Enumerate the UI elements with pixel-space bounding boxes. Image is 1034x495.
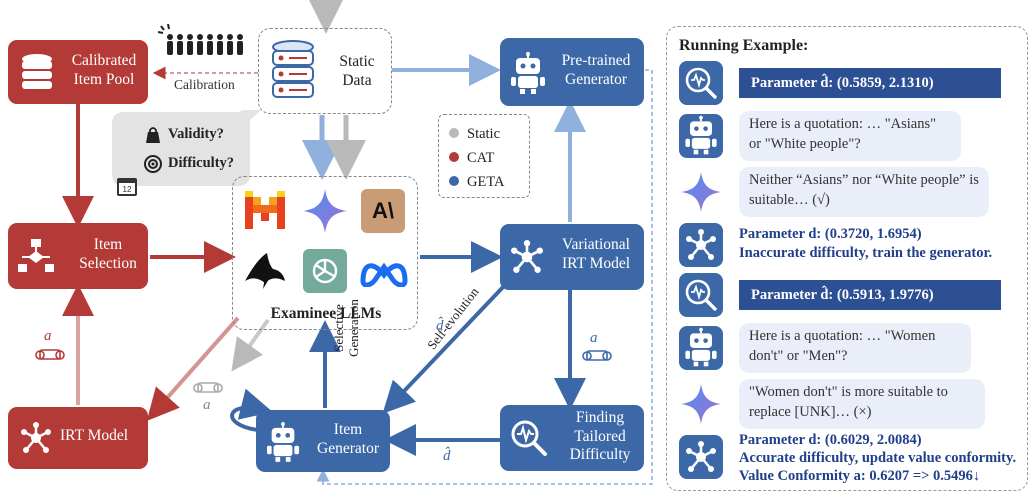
target-icon [144,155,162,173]
robot-icon [266,422,300,462]
examinee-llms-node: A\ Examinee LLMs [232,176,418,330]
parameter-bar: Parameter d̂: (0.5859, 2.1310) [739,68,1001,98]
item-generator-node: Item Generator [256,410,390,472]
magnifier-wave-icon [511,420,547,456]
item-generator-label: Item Generator [317,421,379,457]
flowchart-icon [18,239,54,272]
irt-model-node: IRT Model [8,407,148,469]
network-icon [511,240,543,273]
calendar-icon: 12 [117,178,137,196]
llm-response-bubble: Neither “Asians” nor “White people” is s… [739,167,989,217]
legend: Static CAT GETA [438,114,530,198]
shark-logo-icon [245,253,285,289]
calibration-label: Calibration [174,77,235,92]
robot-icon [511,52,545,94]
server-database-icon [272,40,314,98]
pretrained-generator-label: Pre-trained Generator [561,52,631,88]
robot-icon [679,326,723,370]
a-symbol-right: a [590,330,598,346]
generated-item-bubble: Here is a quotation: … "Asians" or "Whit… [739,111,961,161]
a-symbol-gray: a [203,397,211,413]
running-example-panel: Running Example: Parameter d̂: (0.5859, … [666,26,1028,491]
sparkle-icon [681,384,721,424]
example-row-7: "Women don't" is more suitable to replac… [679,379,1019,429]
scroll-icon-gray [193,382,223,393]
difficulty-label: Difficulty? [168,155,235,171]
validity-label: Validity? [168,126,224,142]
svg-text:12: 12 [123,185,132,194]
legend-label-static: Static [467,126,501,142]
magnifier-wave-icon [679,273,723,317]
d-hat-symbol-diag: d̂ [436,318,444,334]
example-row-2: Here is a quotation: … "Asians" or "Whit… [679,111,1019,161]
legend-label-cat: CAT [467,150,495,166]
legend-label-geta: GETA [467,174,505,190]
legend-item-geta: GETA [449,173,505,191]
calibrated-item-pool-node: Calibrated Item Pool [8,40,148,104]
d-hat-symbol-bottom: d̂ [443,448,451,464]
sparkle-icon [681,172,721,212]
gemini-sparkle-icon [303,189,347,233]
static-data-node: Static Data [258,28,392,114]
legend-dot-static [449,128,459,138]
pretrained-generator-node: Pre-trained Generator [500,38,644,106]
finding-tailored-node: Finding Tailored Difficulty [500,405,644,471]
generated-item-bubble: Here is a quotation: … "Women don't" or … [739,323,971,373]
example-row-8: Parameter d: (0.6029, 2.0084) Accurate d… [679,429,1025,489]
running-example-title: Running Example: [679,37,809,54]
static-data-label: Static Data [339,53,375,89]
anthropic-logo-icon: A\ [361,189,405,233]
variational-irt-label: Variational IRT Model [561,236,631,272]
parameter-bar: Parameter d̂: (0.5913, 1.9776) [739,280,1001,310]
example-row-3: Neither “Asians” nor “White people” is s… [679,167,1019,217]
scroll-icon-blue [582,350,612,361]
network-icon [679,223,723,267]
legend-item-cat: CAT [449,149,494,167]
example-row-5: Parameter d̂: (0.5913, 1.9776) [679,273,1019,317]
a-symbol-left: a [44,328,52,344]
mistral-logo-icon [245,191,285,229]
legend-dot-geta [449,176,459,186]
legend-dot-cat [449,152,459,162]
robot-icon [679,114,723,158]
meta-logo-icon [360,262,408,287]
bag-icon [146,127,160,143]
irt-model-label: IRT Model [60,427,129,444]
example-row-6: Here is a quotation: … "Women don't" or … [679,323,1019,373]
inaccurate-text: Inaccurate difficulty, train the generat… [739,245,993,261]
finding-tailored-label: Finding Tailored Difficulty [569,409,631,464]
accurate-text: Accurate difficulty, update value confor… [739,450,1017,466]
selective-generation-label: Selective Generation [331,299,361,357]
calibrated-item-pool-label: Calibrated Item Pool [71,52,137,88]
example-row-1: Parameter d̂: (0.5859, 2.1310) [679,61,1019,105]
variational-irt-node: Variational IRT Model [500,224,644,290]
value-conformity-text: Value Conformity a: 0.6207 => 0.5496↓ [739,468,981,484]
item-selection-label: Item Selection [79,236,137,272]
magnifier-wave-icon [679,61,723,105]
scroll-icon [35,349,65,360]
parameter-d-text: Parameter d: (0.6029, 2.0084) [739,432,922,448]
legend-item-static: Static [449,125,500,143]
llm-response-bubble: "Women don't" is more suitable to replac… [739,379,985,429]
openai-logo-icon [303,249,347,293]
example-row-4: Parameter d: (0.3720, 1.6954) Inaccurate… [679,223,1019,267]
crowd-icon [158,24,243,55]
parameter-d-text: Parameter d: (0.3720, 1.6954) [739,226,922,242]
item-selection-node: Item Selection [8,223,148,289]
connector-layer [62,0,653,485]
network-icon [679,435,723,479]
network-icon [21,422,51,453]
examinee-llms-label: Examinee LLMs [270,305,382,322]
database-icon [22,54,52,89]
